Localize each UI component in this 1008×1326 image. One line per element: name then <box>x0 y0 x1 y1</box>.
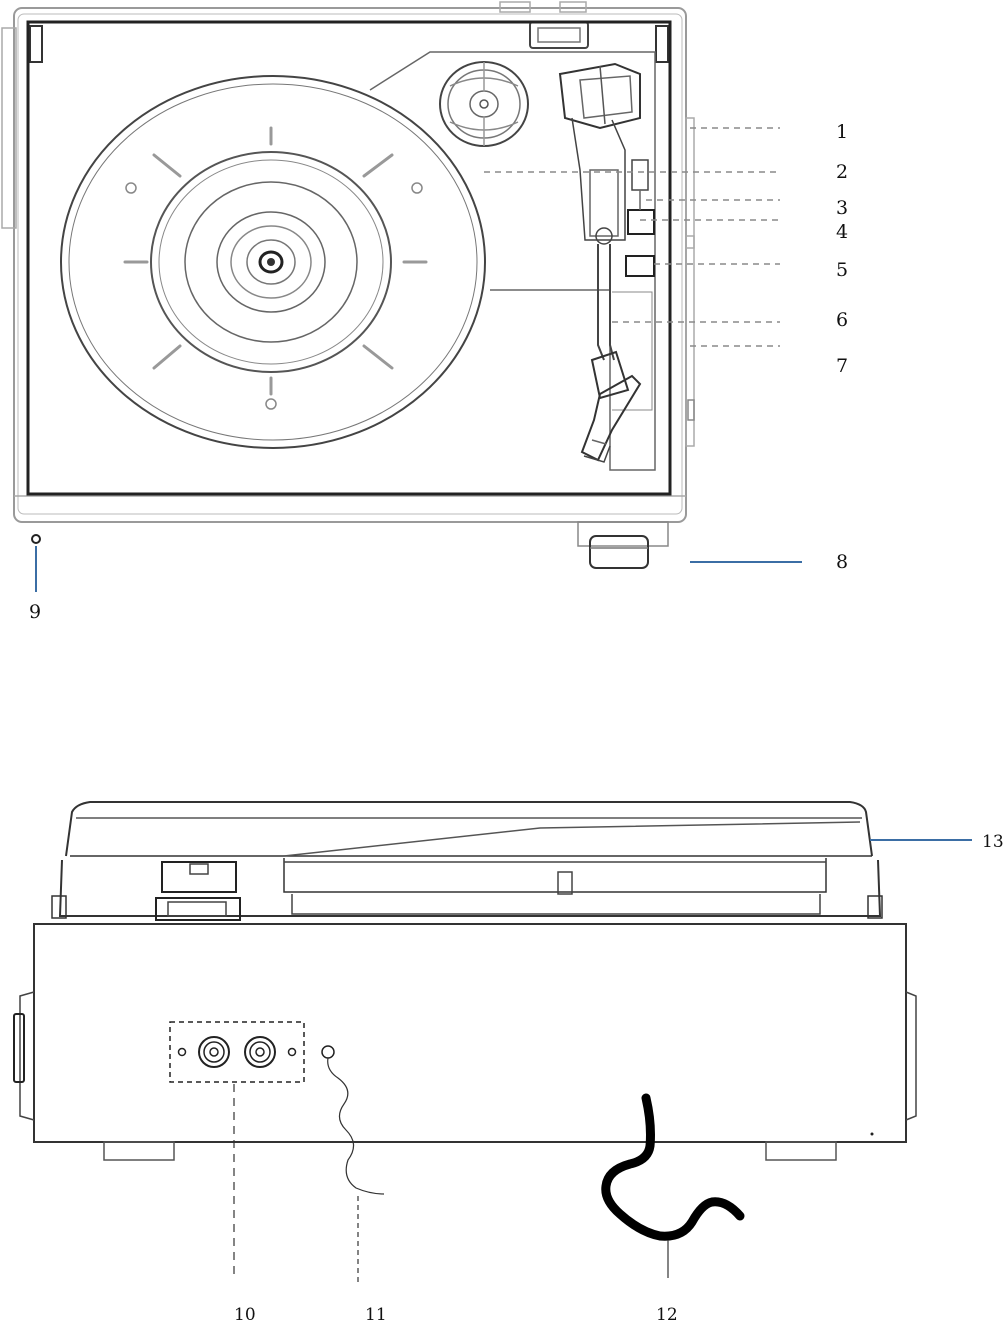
dust-cover <box>65 801 873 857</box>
callout-6: 6 <box>836 309 848 331</box>
top-view-leaders <box>484 127 780 347</box>
power-cord <box>601 1093 745 1241</box>
cabinet-outline <box>1 1 695 523</box>
deck-plate <box>26 20 672 496</box>
rca-jack-right <box>244 1036 276 1068</box>
rear-callout-labels: 10 11 12 13 <box>234 832 1004 1325</box>
callout-9: 9 <box>29 601 41 623</box>
callout-10: 10 <box>234 1305 256 1325</box>
callout-2: 2 <box>836 161 848 183</box>
rear-view-leaders <box>233 1084 669 1286</box>
callout-13: 13 <box>982 832 1004 852</box>
callout-5: 5 <box>836 259 848 281</box>
rear-cabinet <box>33 923 907 1143</box>
adapter-holder <box>439 61 529 147</box>
top-view-solid-leaders <box>35 546 802 592</box>
ground-wire <box>327 1057 385 1195</box>
rca-jack-left <box>198 1036 230 1068</box>
callout-11: 11 <box>365 1305 387 1325</box>
callout-3: 3 <box>836 197 848 219</box>
rca-panel <box>169 1021 305 1083</box>
top-callout-labels: 1 2 3 4 5 6 7 8 9 <box>29 121 848 623</box>
tonearm <box>558 62 655 463</box>
top-view <box>1 1 695 569</box>
callout-7: 7 <box>836 355 848 377</box>
front-screw <box>31 534 41 544</box>
platter <box>60 75 486 449</box>
callout-12: 12 <box>656 1305 678 1325</box>
callout-4: 4 <box>836 221 848 243</box>
callout-8: 8 <box>836 551 848 573</box>
rear-view <box>13 801 917 1241</box>
ground-terminal <box>321 1045 335 1059</box>
front-knob <box>577 521 669 569</box>
callout-1: 1 <box>836 121 848 143</box>
